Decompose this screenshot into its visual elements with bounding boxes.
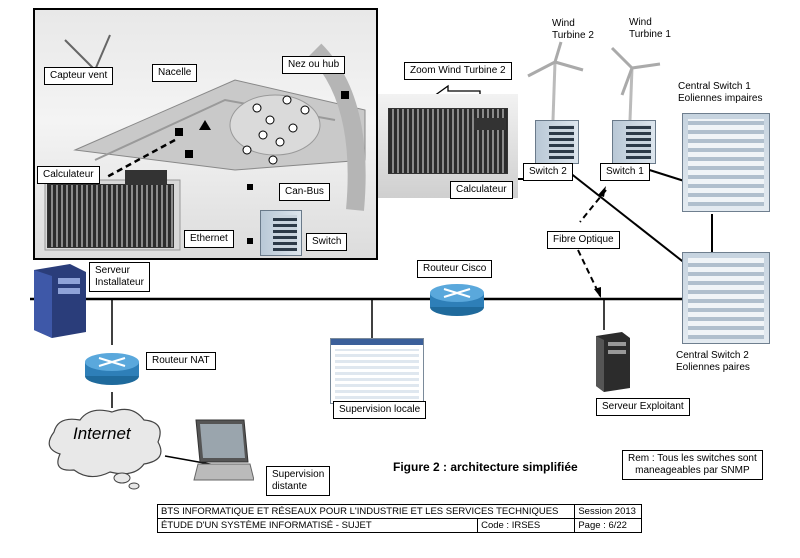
label-wind-turbine-1: Wind Turbine 1 [629, 17, 671, 40]
snmp-note: Rem : Tous les switches sont maneageable… [622, 450, 763, 480]
router-cisco-icon [430, 284, 484, 316]
label-supervision-locale: Supervision locale [333, 401, 427, 419]
footer-session: Session 2013 [574, 504, 642, 519]
label-serveur-exploitant: Serveur Exploitant [596, 398, 690, 416]
footer-table: BTS INFORMATIQUE ET RÉSEAUX POUR L'INDUS… [156, 504, 642, 533]
wind-turbine-1-icon [610, 46, 661, 121]
label-zoom-title: Zoom Wind Turbine 2 [404, 62, 512, 80]
sensor-markers [104, 91, 349, 244]
label-switch-2: Switch 2 [523, 163, 573, 181]
label-capteur-vent: Capteur vent [44, 67, 114, 85]
footer-code: Code : IRSES [477, 518, 576, 533]
label-calculateur-inset: Calculateur [37, 166, 100, 184]
zoom-panel [378, 94, 518, 198]
label-wind-turbine-2: Wind Turbine 2 [552, 18, 594, 41]
label-central-switch-1: Central Switch 1 Eoliennes impaires [678, 81, 763, 104]
figure-caption: Figure 2 : architecture simplifiée [393, 460, 578, 474]
footer-title: BTS INFORMATIQUE ET RÉSEAUX POUR L'INDUS… [156, 504, 576, 519]
label-nez-ou-hub: Nez ou hub [282, 56, 346, 74]
label-ethernet: Ethernet [184, 230, 234, 248]
label-fibre-optique: Fibre Optique [547, 231, 620, 249]
label-calculateur-zoom: Calculateur [450, 181, 513, 199]
label-supervision-distante: Supervision distante [266, 466, 331, 496]
label-routeur-nat: Routeur NAT [146, 352, 216, 370]
central-switch-2-rack [682, 252, 770, 344]
nacelle-inset [33, 8, 378, 260]
server-installateur-icon [34, 264, 86, 338]
label-nacelle: Nacelle [152, 64, 198, 82]
footer-page: Page : 6/22 [574, 518, 642, 533]
supervision-locale-screen [330, 338, 424, 404]
server-exploitant-icon [596, 332, 630, 392]
laptop-icon [193, 419, 254, 481]
internet-cloud-icon [48, 408, 162, 490]
calculateur-board [47, 184, 174, 248]
label-central-switch-2: Central Switch 2 Eoliennes paires [676, 350, 750, 373]
zoom-board-small [474, 118, 506, 130]
switch-inset [260, 210, 302, 256]
wind-turbine-2-icon [527, 41, 584, 121]
label-internet: Internet [73, 424, 131, 443]
router-nat-icon [85, 353, 139, 385]
label-can-bus: Can-Bus [279, 183, 330, 201]
switch-2-device [535, 120, 579, 164]
label-switch-1: Switch 1 [600, 163, 650, 181]
label-switch-inset: Switch [306, 233, 348, 251]
footer-subject: ÉTUDE D'UN SYSTÈME INFORMATISÉ - SUJET [156, 518, 479, 533]
switch-1-device [612, 120, 656, 164]
label-routeur-cisco: Routeur Cisco [417, 260, 493, 278]
bus-board [125, 170, 167, 184]
label-serveur-installateur: Serveur Installateur [89, 262, 150, 292]
central-switch-1-rack [682, 113, 770, 212]
